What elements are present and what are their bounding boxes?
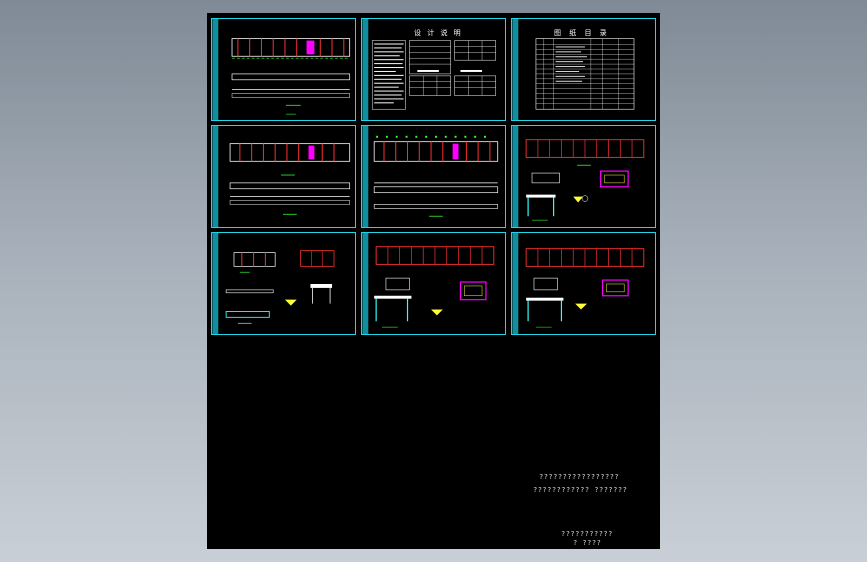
sheet-elevation-2[interactable]: [211, 125, 356, 228]
elevation-drawing: [212, 19, 351, 120]
elevation-drawing: [212, 126, 351, 227]
sheet-plan-section-2[interactable]: [361, 232, 506, 335]
sheet-design-notes[interactable]: 设 计 说 明: [361, 18, 506, 121]
sheet-plan-section-small[interactable]: [211, 232, 356, 335]
title-block-line-1: ?????????????????: [539, 473, 620, 481]
plan-section-drawing: [512, 126, 645, 227]
design-notes-title: 设 计 说 明: [414, 29, 463, 37]
title-block-line-3: ???????????: [561, 530, 613, 538]
sheet-elevation-1[interactable]: [211, 18, 356, 121]
title-block-line-4: ? ????: [573, 539, 602, 547]
elevation-drawing: [362, 126, 499, 227]
title-block-line-2: ???????????? ???????: [533, 486, 628, 494]
plan-section-drawing: [362, 233, 495, 334]
drawing-index-title: 图 纸 目 录: [554, 29, 610, 37]
plan-section-drawing: [212, 233, 335, 334]
sheet-elevation-3[interactable]: [361, 125, 506, 228]
sheet-plan-section-1[interactable]: [511, 125, 656, 228]
sheet-plan-section-3[interactable]: [511, 232, 656, 335]
plan-section-drawing: [512, 233, 645, 334]
sheet-drawing-index[interactable]: 图 纸 目 录: [511, 18, 656, 121]
design-notes-drawing: [362, 19, 497, 120]
drawing-index-table: [512, 19, 635, 120]
drawing-canvas[interactable]: 设 计 说 明 图 纸: [207, 13, 660, 549]
